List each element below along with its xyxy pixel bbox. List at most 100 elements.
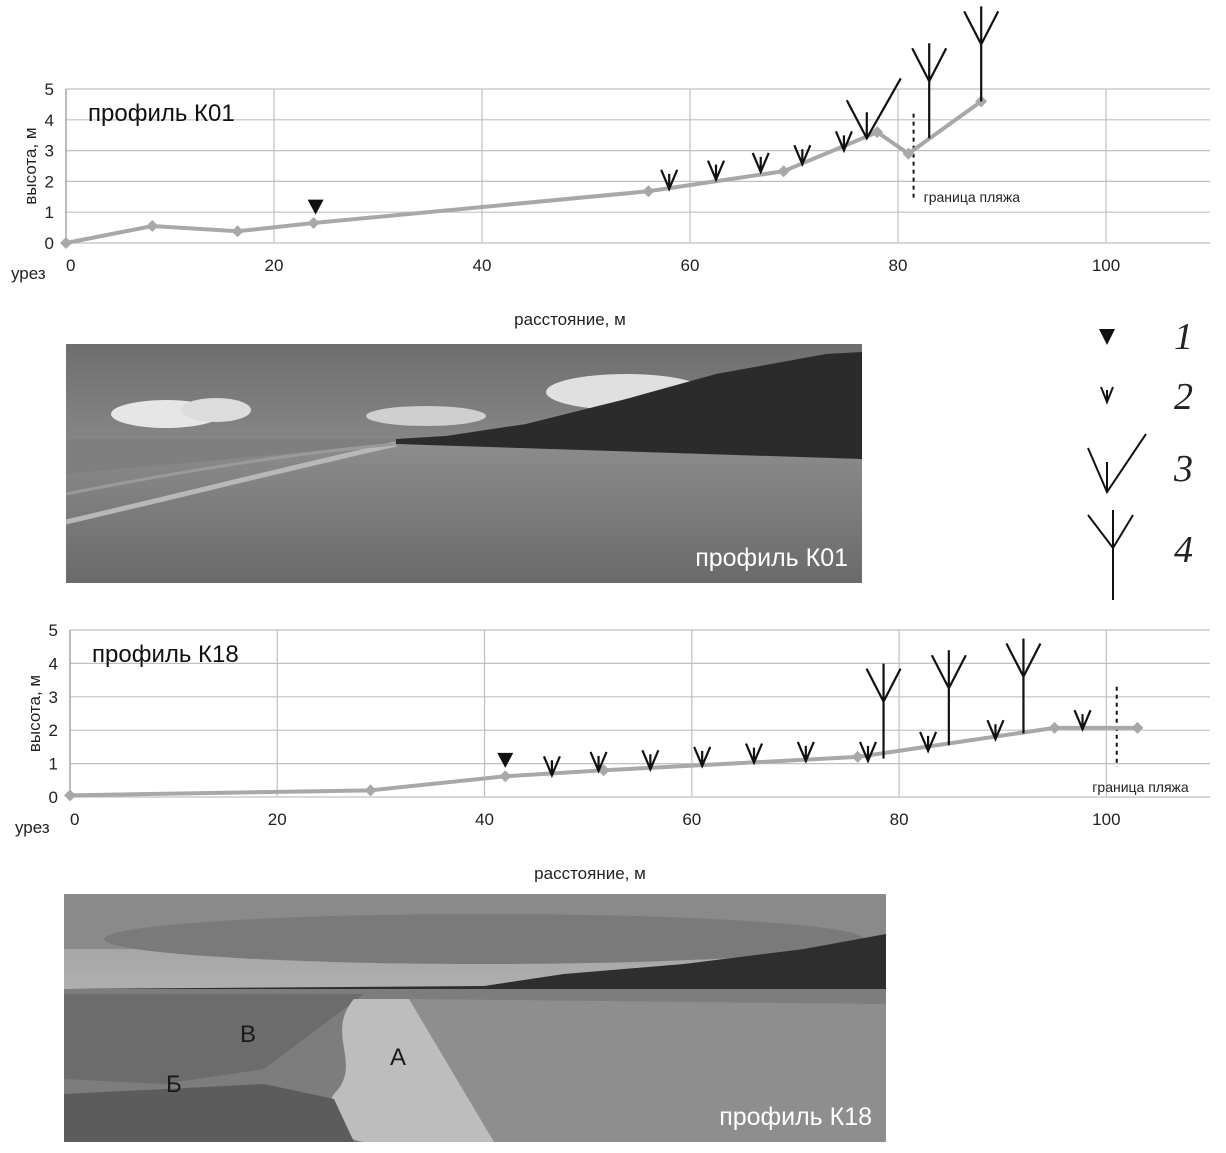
small-fork-icon: [796, 741, 815, 764]
small-fork-icon: [986, 719, 1005, 743]
legend-label-4: 4: [1174, 529, 1193, 571]
beach-photo-k01: [66, 344, 862, 583]
small-fork-icon: [858, 741, 878, 764]
x-tick-label: 80: [889, 256, 908, 275]
profile-line: [69, 725, 1138, 798]
y-tick-label: 0: [49, 788, 58, 807]
y-tick-label: 1: [45, 203, 54, 222]
profile-point: [1131, 721, 1144, 734]
profile-point: [231, 225, 244, 238]
small-fork-icon: [542, 755, 561, 779]
tree-icon: [1005, 638, 1042, 734]
x-axis-label: расстояние, м: [534, 864, 646, 882]
profile-k18-photo: В Б А профиль К18: [64, 894, 886, 1142]
symbol-3-6: [845, 77, 902, 141]
x-tick-label: 20: [268, 810, 287, 829]
legend-item-4: 4: [1087, 510, 1193, 600]
triangle-icon: [1099, 329, 1115, 345]
triangle-icon: [307, 199, 324, 215]
symbol-legend: 1 2 3 4: [1087, 316, 1193, 600]
x-tick-label: 60: [682, 810, 701, 829]
symbol-2-4: [693, 746, 712, 769]
symbol-2-4: [793, 144, 812, 168]
x-tick-label: 60: [681, 256, 700, 275]
symbol-4-12: [1005, 638, 1042, 734]
profile-point: [871, 126, 884, 139]
symbol-1-0: [497, 752, 514, 768]
beach-boundary-label: граница пляжа: [924, 189, 1021, 205]
symbol-2-5: [834, 130, 853, 154]
legend-label-1: 1: [1174, 316, 1193, 358]
symbol-2-7: [858, 741, 878, 764]
symbol-2-6: [796, 741, 815, 764]
zone-letter-a: А: [390, 1044, 407, 1071]
profile-point: [60, 237, 72, 249]
symbol-2-2: [706, 160, 726, 183]
photo-caption-k18: профиль К18: [719, 1103, 872, 1131]
legend-label-3: 3: [1173, 448, 1193, 490]
tree-icon: [1087, 510, 1134, 600]
profile-point: [851, 750, 864, 763]
x-tick-label: 100: [1092, 256, 1120, 275]
profile-point: [1048, 721, 1061, 734]
small-fork-icon: [793, 144, 812, 168]
small-fork-icon: [706, 160, 726, 183]
symbol-2-11: [986, 719, 1005, 743]
y-axis-label: высота, м: [25, 675, 44, 752]
y-tick-label: 5: [45, 80, 54, 99]
y-tick-label: 4: [49, 654, 58, 673]
shrub-icon: [845, 77, 902, 141]
legend-item-3: 3: [1087, 433, 1193, 495]
chart-title: профиль К01: [88, 100, 235, 127]
small-fork-icon: [919, 731, 938, 754]
y-tick-label: 5: [49, 621, 58, 640]
triangle-icon: [497, 752, 514, 768]
profile-point: [146, 220, 159, 233]
zone-letter-b: Б: [166, 1071, 182, 1098]
small-fork-icon: [751, 152, 770, 175]
symbol-4-10: [930, 650, 967, 746]
tree-icon: [930, 650, 967, 746]
x-tick-label: 40: [473, 256, 492, 275]
symbol-2-9: [919, 731, 938, 754]
symbol-2-3: [641, 749, 660, 773]
profile-point: [642, 185, 655, 198]
beach-photo-k18: [64, 894, 886, 1142]
origin-label: урез: [15, 818, 50, 837]
x-tick-label: 0: [66, 256, 75, 275]
tree-icon: [911, 43, 948, 139]
small-fork-icon: [1073, 709, 1092, 733]
legend-item-2: 2: [1100, 376, 1193, 418]
symbol-2-13: [1073, 709, 1092, 733]
symbol-4-7: [911, 43, 948, 139]
x-tick-label: 100: [1092, 810, 1120, 829]
x-tick-label: 40: [475, 810, 494, 829]
tree-icon: [963, 6, 1000, 102]
profile-point: [307, 216, 320, 229]
symbol-1-0: [307, 199, 324, 215]
x-tick-label: 20: [265, 256, 284, 275]
origin-label: урез: [11, 264, 46, 283]
profile-point: [499, 770, 512, 783]
small-fork-icon: [744, 743, 764, 766]
symbol-2-3: [751, 152, 770, 175]
x-tick-label: 80: [890, 810, 909, 829]
y-tick-label: 2: [45, 172, 54, 191]
y-tick-label: 1: [49, 755, 58, 774]
y-axis-label: высота, м: [21, 127, 40, 204]
y-tick-label: 0: [45, 234, 54, 253]
small-fork-icon: [834, 130, 853, 154]
zone-letter-v: В: [240, 1021, 257, 1048]
tree-icon: [865, 663, 902, 759]
profile-point: [364, 784, 377, 797]
profile-point: [902, 147, 915, 160]
small-fork-icon: [1100, 386, 1114, 405]
photo-caption-k01: профиль К01: [695, 544, 848, 572]
legend-item-1: 1: [1099, 316, 1193, 358]
small-fork-icon: [589, 751, 608, 774]
x-axis-label: расстояние, м: [514, 310, 626, 329]
profile-point: [777, 165, 790, 178]
symbol-2-2: [589, 751, 608, 774]
